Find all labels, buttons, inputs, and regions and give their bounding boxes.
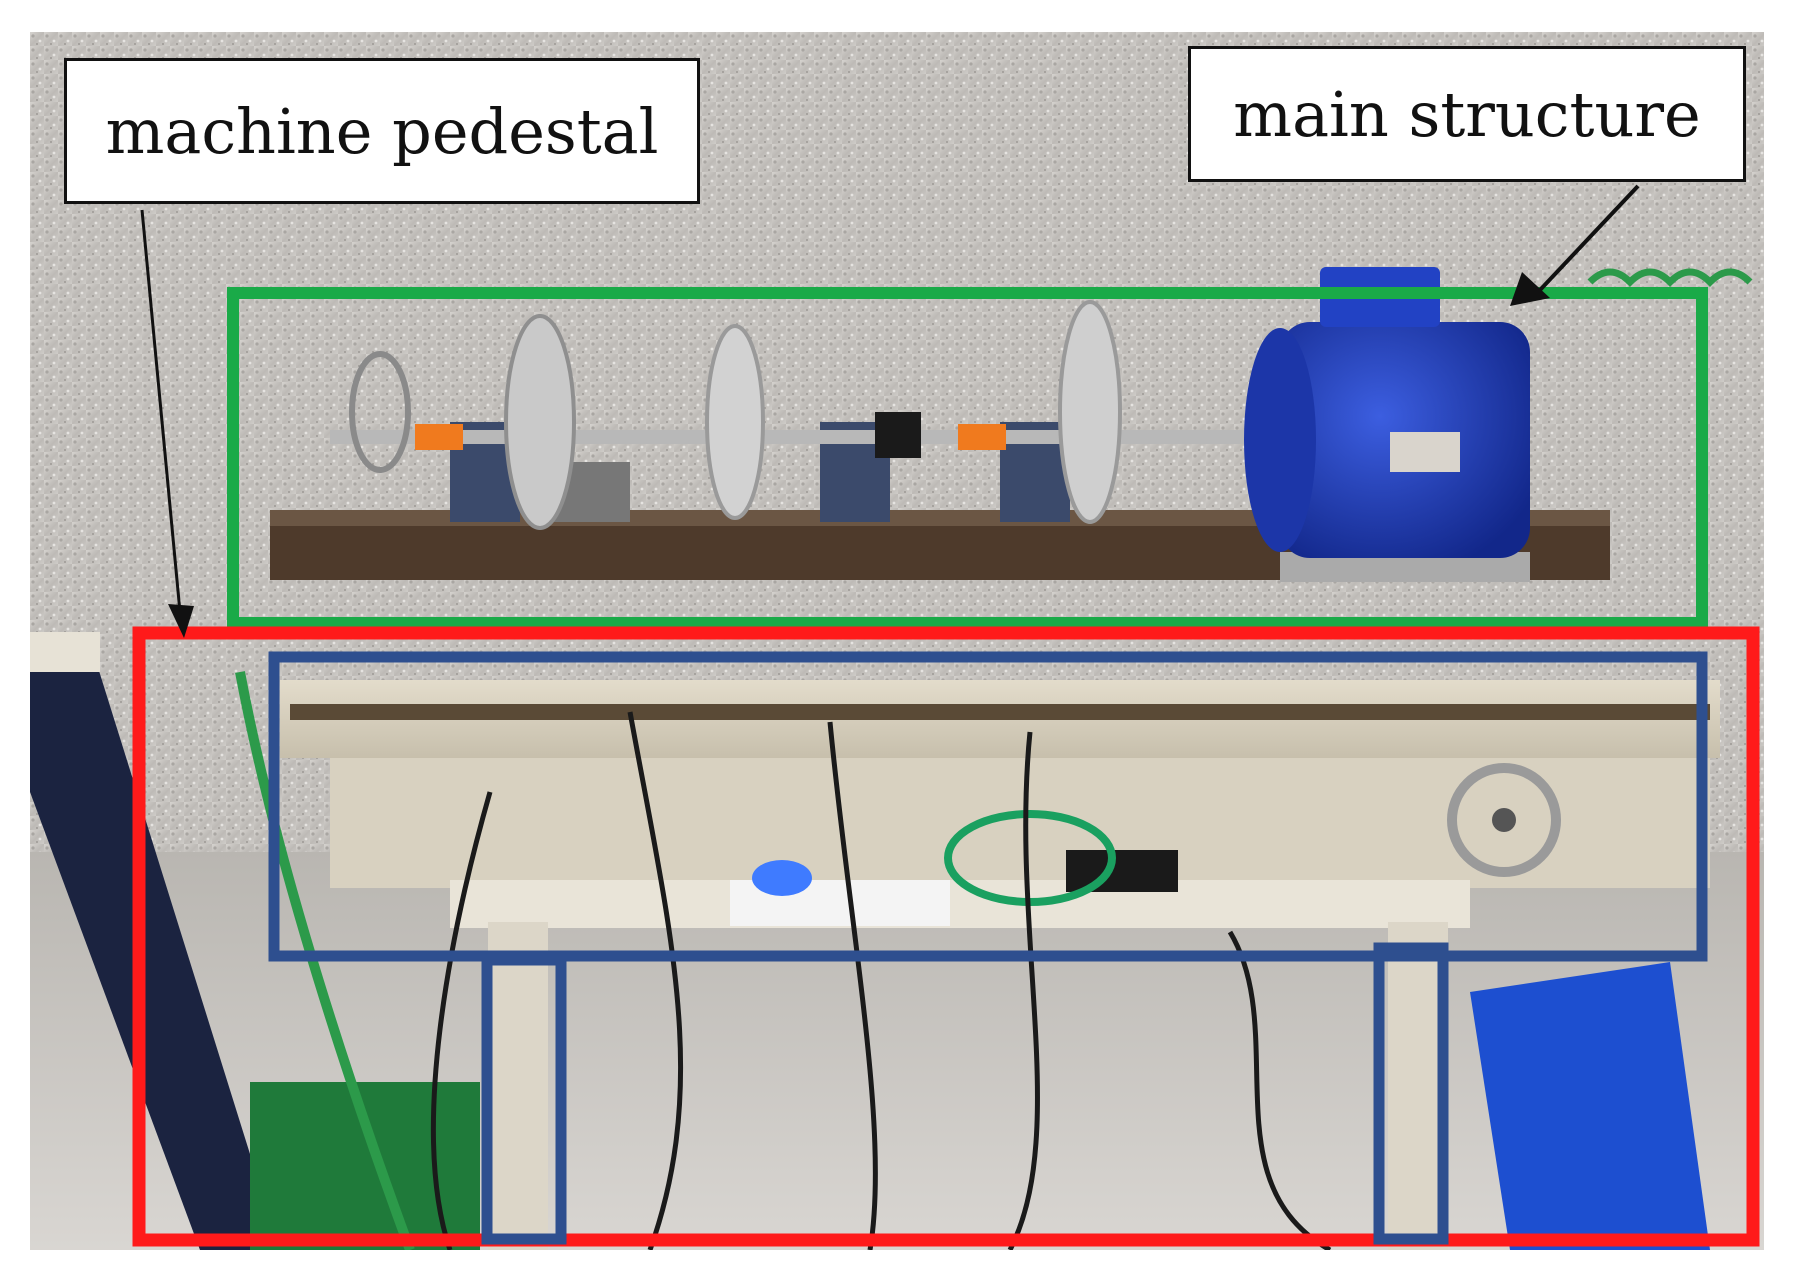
bench-leg-left: [488, 922, 548, 1250]
disk-2: [705, 324, 765, 520]
machine-pedestal-label: machine pedestal: [64, 58, 700, 204]
motor-terminal-box: [1320, 267, 1440, 327]
orange-coupling-2: [958, 424, 1006, 450]
disk-1: [504, 314, 576, 530]
parts-bin: [1470, 962, 1710, 1250]
blue-led-device: [752, 860, 812, 896]
photo-scene: [30, 32, 1764, 1250]
motor-nameplate: [1390, 432, 1460, 472]
hand-wheel-hub: [1492, 808, 1516, 832]
daq-box: [1066, 850, 1178, 892]
bench-rail-slot: [290, 704, 1710, 720]
side-shelf: [30, 632, 100, 672]
orange-coupling-1: [415, 424, 463, 450]
bench-shelf: [450, 880, 1470, 928]
test-rig-photo: [30, 32, 1764, 1250]
disk-3: [1058, 300, 1122, 524]
bench-leg-right: [1388, 922, 1448, 1250]
green-board: [250, 1082, 480, 1250]
main-structure-label: main structure: [1188, 46, 1746, 182]
shaft: [330, 430, 1270, 444]
motor-endcap: [1244, 328, 1316, 552]
sensor-housing: [875, 412, 921, 458]
